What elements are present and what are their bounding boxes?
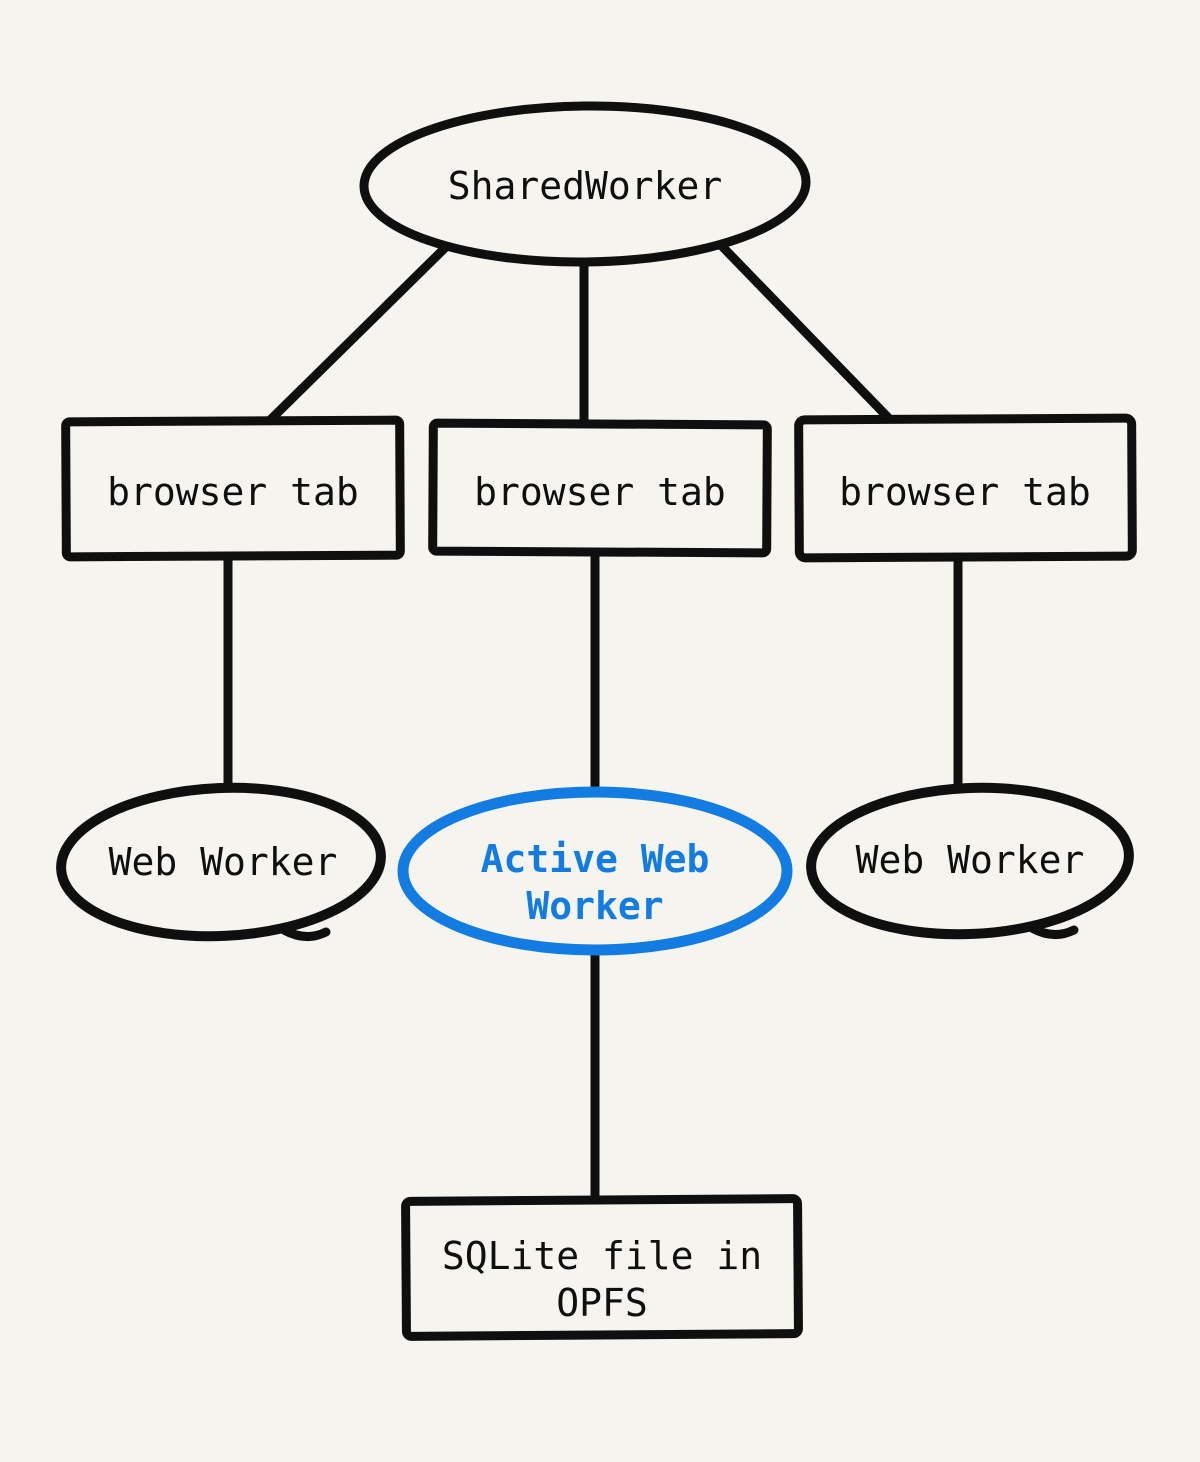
node-web-worker-left	[56, 782, 386, 942]
edge-sharedworker-to-tab-right	[709, 233, 911, 441]
edge-sharedworker-to-tab-left	[253, 233, 460, 437]
label-active-web-worker-line2: Worker	[526, 884, 663, 928]
node-browser-tab-middle	[428, 418, 772, 558]
label-web-worker-right: Web Worker	[856, 838, 1085, 882]
node-browser-tab-right	[794, 413, 1137, 563]
label-browser-tab-middle: browser tab	[474, 470, 726, 514]
node-web-worker-right	[806, 782, 1134, 940]
label-sqlite-line1: SQLite file in	[442, 1234, 762, 1278]
node-sharedworker	[359, 101, 811, 267]
label-browser-tab-right: browser tab	[839, 470, 1091, 514]
pen-tail-left	[279, 925, 331, 941]
label-sqlite-line2: OPFS	[556, 1281, 648, 1325]
node-browser-tab-left	[61, 415, 405, 562]
pen-tail-right	[1027, 923, 1079, 939]
node-sqlite-file	[401, 1194, 803, 1341]
label-active-web-worker-line1: Active Web	[481, 837, 710, 881]
label-web-worker-left: Web Worker	[109, 840, 338, 884]
label-browser-tab-left: browser tab	[107, 470, 359, 514]
label-sharedworker: SharedWorker	[448, 164, 723, 208]
node-active-web-worker	[397, 786, 793, 956]
